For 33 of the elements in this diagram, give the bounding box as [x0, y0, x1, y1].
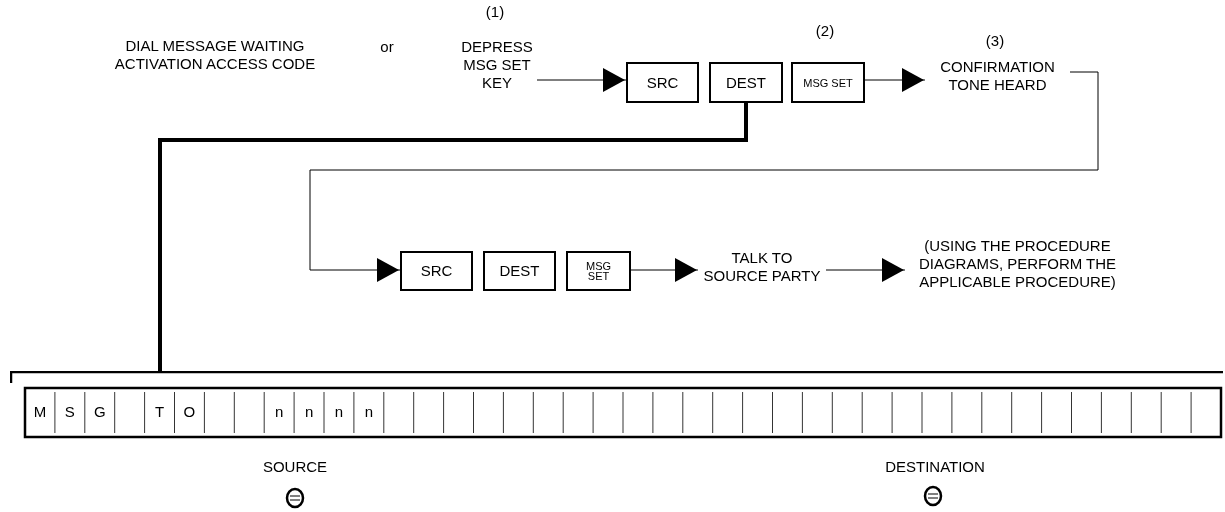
display-character: M [32, 403, 48, 420]
display-panel [10, 371, 1223, 439]
key: DEST [483, 251, 556, 291]
arrow [864, 68, 926, 92]
key: SRC [400, 251, 473, 291]
lamp-label: DESTINATION [884, 458, 986, 475]
display-character: n [273, 403, 285, 420]
display-character: G [92, 403, 107, 420]
step-number: (2) [814, 22, 836, 39]
arrow [309, 71, 1099, 282]
connector-word: or [379, 38, 395, 55]
key: SRC [626, 62, 699, 103]
step-number: (3) [984, 32, 1006, 49]
key: DEST [709, 62, 783, 103]
display-character: n [363, 403, 374, 420]
arrow [630, 258, 699, 282]
display-character: n [333, 403, 345, 420]
display-character: O [182, 403, 197, 420]
display-character: T [153, 403, 166, 420]
arrow [536, 68, 627, 92]
lamp-label: SOURCE [261, 458, 329, 475]
step-text: DIAL MESSAGE WAITING ACTIVATION ACCESS CODE [95, 30, 335, 80]
step-text: CONFIRMATION TONE HEARD [925, 48, 1070, 104]
display-character: S [63, 403, 76, 420]
step-text: (USING THE PROCEDURE DIAGRAMS, PERFORM THE APPLICABLE PROCEDURE) [905, 226, 1130, 302]
connector-line [158, 103, 748, 372]
key: MSG SET [566, 251, 631, 291]
step-text: DEPRESS MSG SET KEY [457, 25, 537, 105]
key: MSG SET [791, 62, 865, 103]
arrow [825, 258, 906, 282]
display-character: n [303, 403, 315, 420]
step-text: TALK TO SOURCE PARTY [698, 238, 826, 296]
step-number: (1) [484, 3, 506, 20]
